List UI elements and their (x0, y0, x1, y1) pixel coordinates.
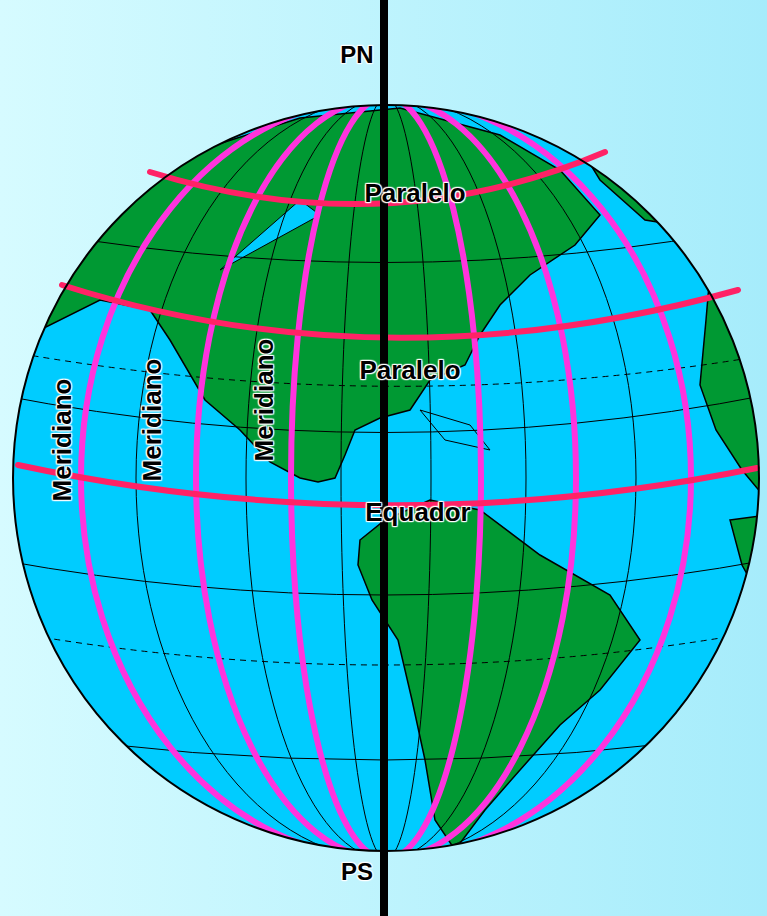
map-label: Paralelo (359, 357, 460, 383)
map-label: PN (340, 43, 373, 67)
meridian-label: Meridiano (49, 379, 75, 502)
map-label: PS (341, 860, 373, 884)
earth-axis (380, 0, 388, 916)
map-label: Equador (365, 499, 470, 525)
meridian-label: Meridiano (251, 339, 277, 462)
meridian-label: Meridiano (139, 359, 165, 482)
map-label: Paralelo (364, 180, 465, 206)
